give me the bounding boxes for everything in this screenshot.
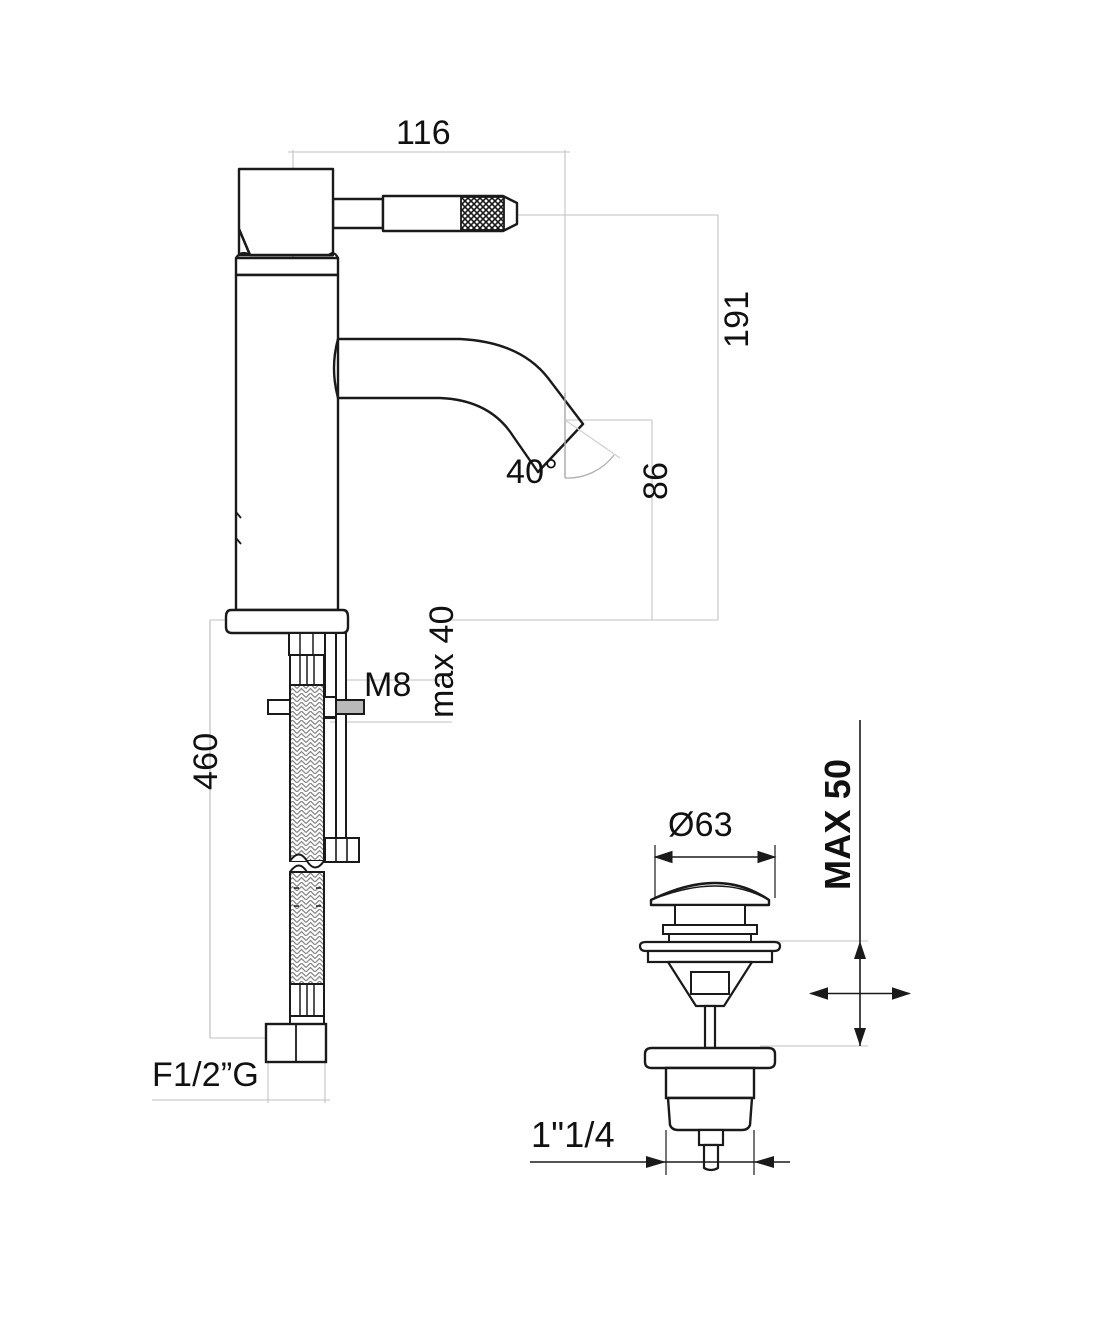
dimension-label-waste-outlet-thread: 1"1/4 (531, 1114, 615, 1155)
flexible-hose (288, 632, 326, 1025)
outlet-angle-construction (564, 393, 621, 479)
body-column (234, 251, 340, 612)
dimension-label-waste-max-thickness: MAX 50 (817, 758, 858, 890)
base-escutcheon (224, 608, 350, 635)
dimension-label-waste-cap-diameter: Ø63 (668, 806, 733, 844)
dimension-label-inlet-thread: F1/2”G (152, 1056, 260, 1094)
waste-elevation-view (638, 845, 782, 1175)
dimension-label-spout-reach: 116 (396, 114, 451, 152)
waste-cap (649, 881, 771, 907)
dimension-label-spout-outlet-height: 86 (637, 461, 675, 500)
hose-connector-nut (264, 1022, 328, 1064)
dimension-label-fixing-thread: M8 (364, 666, 412, 704)
fixing-stud (324, 632, 360, 863)
waste-seal (662, 904, 758, 943)
waste-stem (703, 1004, 717, 1050)
waste-body (664, 1066, 756, 1132)
waste-spring-cage (666, 960, 754, 1008)
faucet-elevation-view (224, 167, 621, 1064)
dimension-label-overall-height: 191 (718, 290, 756, 348)
waste-flange (638, 940, 782, 964)
cartridge-cap (237, 167, 335, 257)
spout (332, 337, 585, 474)
knurled-grip (460, 196, 505, 231)
waste-body-flange (643, 1046, 777, 1070)
dimension-label-hose-length: 460 (187, 732, 225, 790)
waste-tailpiece (697, 1128, 725, 1172)
dimension-label-outlet-angle: 40° (506, 453, 559, 491)
dimension-lines (530, 720, 912, 1168)
dimension-label-max-counter-thickness: max 40 (423, 605, 461, 718)
